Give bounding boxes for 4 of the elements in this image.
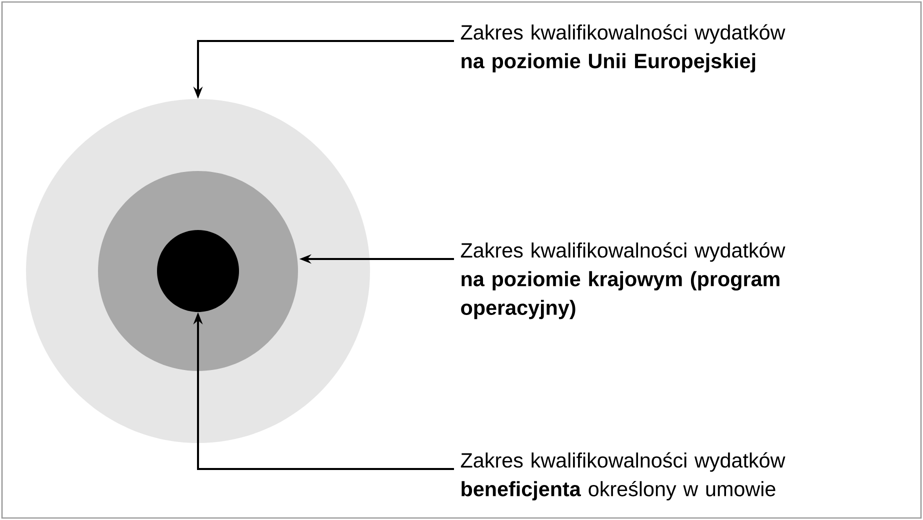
circle <box>157 230 239 312</box>
label-text: Zakres kwalifikowalności wydatków na poziomie krajowym (program operacyjny) <box>460 242 786 320</box>
label-text: Zakres kwalifikowalności wydatków beneficjenta określony w umowie <box>460 452 786 500</box>
label-text: Zakres kwalifikowalności wydatków na poziomie Unii Europejskiej <box>460 24 786 72</box>
